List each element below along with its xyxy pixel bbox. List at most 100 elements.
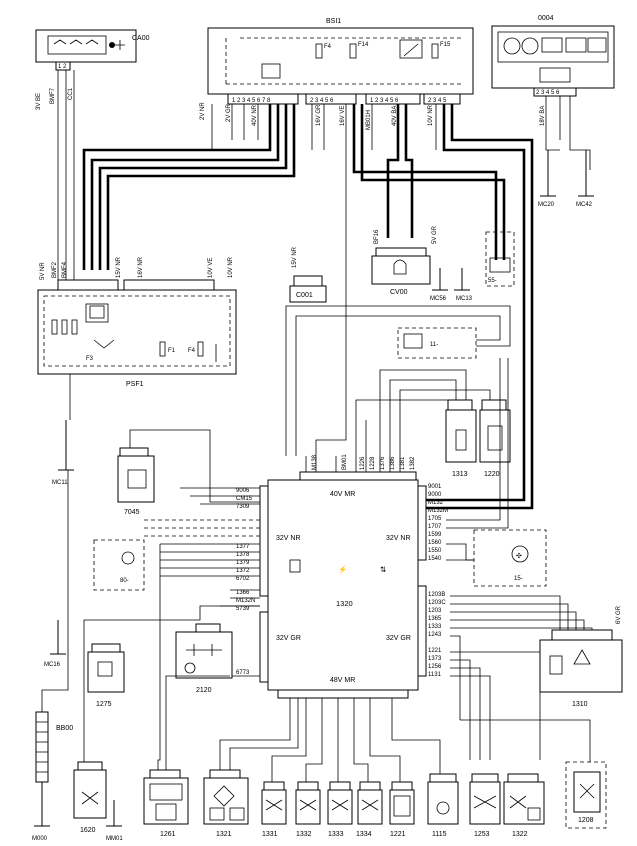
ecu-label-number: 1320 — [336, 599, 353, 608]
ground-mc56: MC56 — [430, 296, 447, 302]
label-1310: 1310 — [572, 701, 588, 708]
ecu-label-left-lower: 32V GR — [276, 635, 301, 642]
svg-text:6773: 6773 — [236, 670, 250, 676]
fuse-f14: F14 — [358, 42, 369, 48]
module-0004: 0004 2 3 4 5 6 — [491, 15, 615, 97]
ecu-usb-icon: ⇅ — [380, 565, 387, 574]
label-1332: 1332 — [296, 831, 312, 838]
svg-text:1386: 1386 — [390, 456, 396, 470]
module-ca00: CA00 1 2 — [35, 29, 150, 71]
module-1331: 1331 — [261, 781, 287, 838]
svg-text:2V NR: 2V NR — [200, 102, 206, 120]
ground-mm01: MM01 — [106, 836, 123, 842]
ground-mc16: MC16 — [44, 662, 61, 668]
svg-text:1226: 1226 — [360, 456, 366, 470]
label-1115: 1115 — [432, 831, 447, 838]
fan-icon: ✣ — [516, 552, 522, 560]
bsi-wires: 2V NR 2V GR 40V NR 16V GR 16V VE MB01H 4… — [200, 96, 591, 170]
fuse-f4b: F4 — [188, 348, 196, 354]
ecu-right-wires: 9001 9000 M132 M132M 1705 1707 1599 1560… — [428, 358, 593, 760]
module-80: 80- — [93, 519, 268, 591]
fuse-f4: F4 — [324, 44, 332, 50]
svg-text:15V NR: 15V NR — [116, 256, 122, 278]
svg-text:18V BA: 18V BA — [540, 106, 546, 126]
label-80: 80- — [120, 578, 129, 584]
ground-mc20: MC20 — [538, 202, 555, 208]
svg-text:1705: 1705 — [428, 516, 442, 522]
svg-text:40V BA: 40V BA — [392, 106, 398, 126]
ecu-bottom-wires — [83, 544, 591, 782]
svg-text:1378: 1378 — [236, 552, 250, 558]
fuse-f15: F15 — [440, 42, 451, 48]
module-1115: 1115 — [427, 773, 459, 838]
module-c001: C001 15V NR — [289, 246, 327, 303]
label-1321: 1321 — [216, 831, 232, 838]
svg-text:BMF2: BMF2 — [52, 261, 58, 278]
label-psf1: PSF1 — [126, 381, 144, 388]
svg-text:1540: 1540 — [428, 556, 442, 562]
svg-text:2 3 4 5: 2 3 4 5 — [428, 98, 447, 104]
label-1208: 1208 — [578, 817, 594, 824]
module-15: ✣ 15- — [473, 529, 547, 587]
module-2120: 2120 — [175, 623, 233, 694]
svg-text:1373: 1373 — [428, 656, 442, 662]
svg-text:40V NR: 40V NR — [252, 104, 258, 126]
label-1331: 1331 — [262, 831, 278, 838]
label-1313: 1313 — [452, 471, 468, 478]
svg-text:1203C: 1203C — [428, 600, 446, 606]
svg-text:MB01H: MB01H — [366, 110, 372, 130]
svg-text:1131: 1131 — [428, 672, 442, 678]
label-ca00: CA00 — [132, 35, 150, 42]
label-bsi1: BSI1 — [326, 18, 341, 25]
ground-mc13: MC13 — [456, 296, 473, 302]
label-1220: 1220 — [484, 471, 500, 478]
svg-text:1221: 1221 — [428, 648, 442, 654]
svg-text:1243: 1243 — [428, 632, 442, 638]
svg-text:1560: 1560 — [428, 540, 442, 546]
svg-text:16V GR: 16V GR — [316, 104, 322, 126]
svg-text:1382: 1382 — [410, 456, 416, 470]
ecu-flash-icon: ⚡ — [338, 565, 347, 574]
svg-text:1377: 1377 — [236, 544, 250, 550]
svg-text:9001: 9001 — [428, 484, 442, 490]
svg-text:1203B: 1203B — [428, 592, 445, 598]
svg-text:5V GR: 5V GR — [432, 225, 438, 244]
svg-text:1550: 1550 — [428, 548, 442, 554]
module-1334: 1334 — [356, 781, 383, 838]
label-1275: 1275 — [96, 701, 112, 708]
module-1310: 1310 6V GR — [539, 605, 623, 708]
svg-text:1365: 1365 — [428, 616, 442, 622]
svg-text:1333: 1333 — [428, 624, 442, 630]
module-1208: 1208 — [565, 761, 607, 829]
label-55: 55- — [488, 278, 497, 284]
module-cv00: CV00 BF16 5V GR — [371, 225, 438, 296]
module-7045: 7045 — [117, 429, 268, 516]
ecu-label-top: 40V MR — [330, 491, 355, 498]
svg-text:5739: 5739 — [236, 606, 250, 612]
svg-text:16V VE: 16V VE — [340, 106, 346, 126]
module-bb00: BB00 M000 — [32, 470, 73, 842]
module-1322: 1322 — [503, 773, 545, 838]
module-55: 55- — [485, 231, 515, 287]
svg-text:M132N: M132N — [236, 598, 255, 604]
ecu-label-right-lower: 32V GR — [386, 635, 411, 642]
module-1321: 1321 — [203, 769, 249, 838]
svg-text:2V GR: 2V GR — [226, 103, 232, 122]
svg-text:9006: 9006 — [236, 488, 250, 494]
module-1261: 1261 — [143, 769, 189, 838]
module-1220: 1220 — [479, 399, 511, 478]
svg-text:CM15: CM15 — [236, 496, 253, 502]
svg-text:1366: 1366 — [236, 590, 250, 596]
label-0004: 0004 — [538, 15, 554, 22]
svg-text:1599: 1599 — [428, 532, 442, 538]
svg-text:7309: 7309 — [236, 504, 250, 510]
svg-text:M132: M132 — [428, 500, 444, 506]
module-11: 11- — [285, 305, 511, 456]
ground-mc42: MC42 — [576, 202, 593, 208]
svg-text:1 2 3 4 5 6 7 8: 1 2 3 4 5 6 7 8 — [232, 98, 271, 104]
svg-text:10V NR: 10V NR — [428, 104, 434, 126]
label-7045: 7045 — [124, 509, 140, 516]
grounds-top: MC20 MC42 MC56 MC13 — [430, 150, 594, 302]
fuse-f3: F3 — [86, 356, 94, 362]
